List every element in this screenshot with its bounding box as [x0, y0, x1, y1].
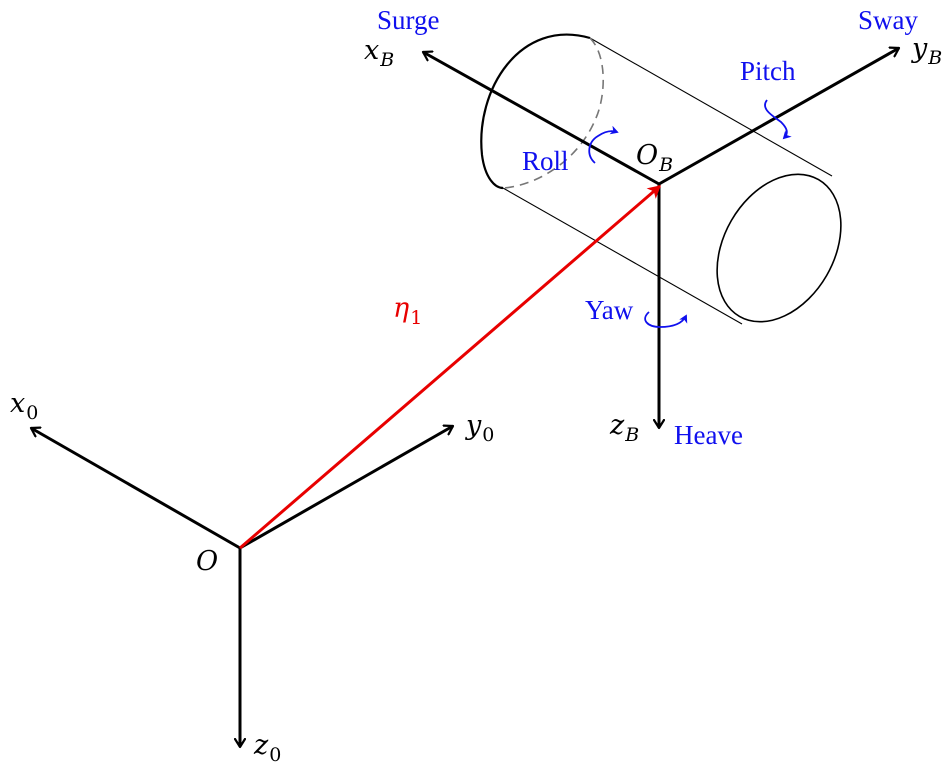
eta1-vector-label: η1 — [393, 293, 423, 329]
xb-axis-label: xB — [364, 35, 395, 71]
pitch-rotation-arrow — [764, 99, 792, 140]
inertial-frame-axes — [31, 426, 453, 747]
yaw-label: Yaw — [585, 295, 634, 325]
inertial-origin-label: O — [196, 546, 219, 577]
sway-label: Sway — [858, 5, 918, 35]
xb-axis — [423, 52, 660, 186]
pitch-label: Pitch — [740, 56, 796, 86]
surge-label: Surge — [377, 5, 440, 35]
yb-axis-label: yB — [912, 33, 943, 69]
x0-axis-label: x0 — [10, 388, 39, 424]
rotation-arrows — [588, 99, 792, 328]
heave-label: Heave — [674, 420, 743, 450]
eta1-position-vector — [239, 184, 661, 550]
roll-rotation-arrow — [588, 125, 619, 164]
z0-axis-label: z0 — [254, 730, 282, 766]
x0-axis — [31, 428, 241, 550]
roll-label: Roll — [522, 146, 569, 176]
yaw-rotation-arrow — [644, 311, 688, 328]
zb-axis-label: zB — [610, 410, 640, 446]
cylinder-rear-face — [716, 173, 842, 323]
cylinder-front-face-visible — [480, 33, 591, 190]
body-origin-label: OB — [636, 140, 674, 176]
cylinder-top-edge — [589, 37, 833, 177]
cylinder-bottom-edge — [502, 187, 743, 325]
vehicle-cylinder — [480, 33, 842, 325]
y0-axis-label: y0 — [466, 410, 495, 446]
y0-axis — [239, 426, 453, 550]
yb-axis — [658, 48, 899, 186]
body-frame-axes — [423, 48, 899, 428]
